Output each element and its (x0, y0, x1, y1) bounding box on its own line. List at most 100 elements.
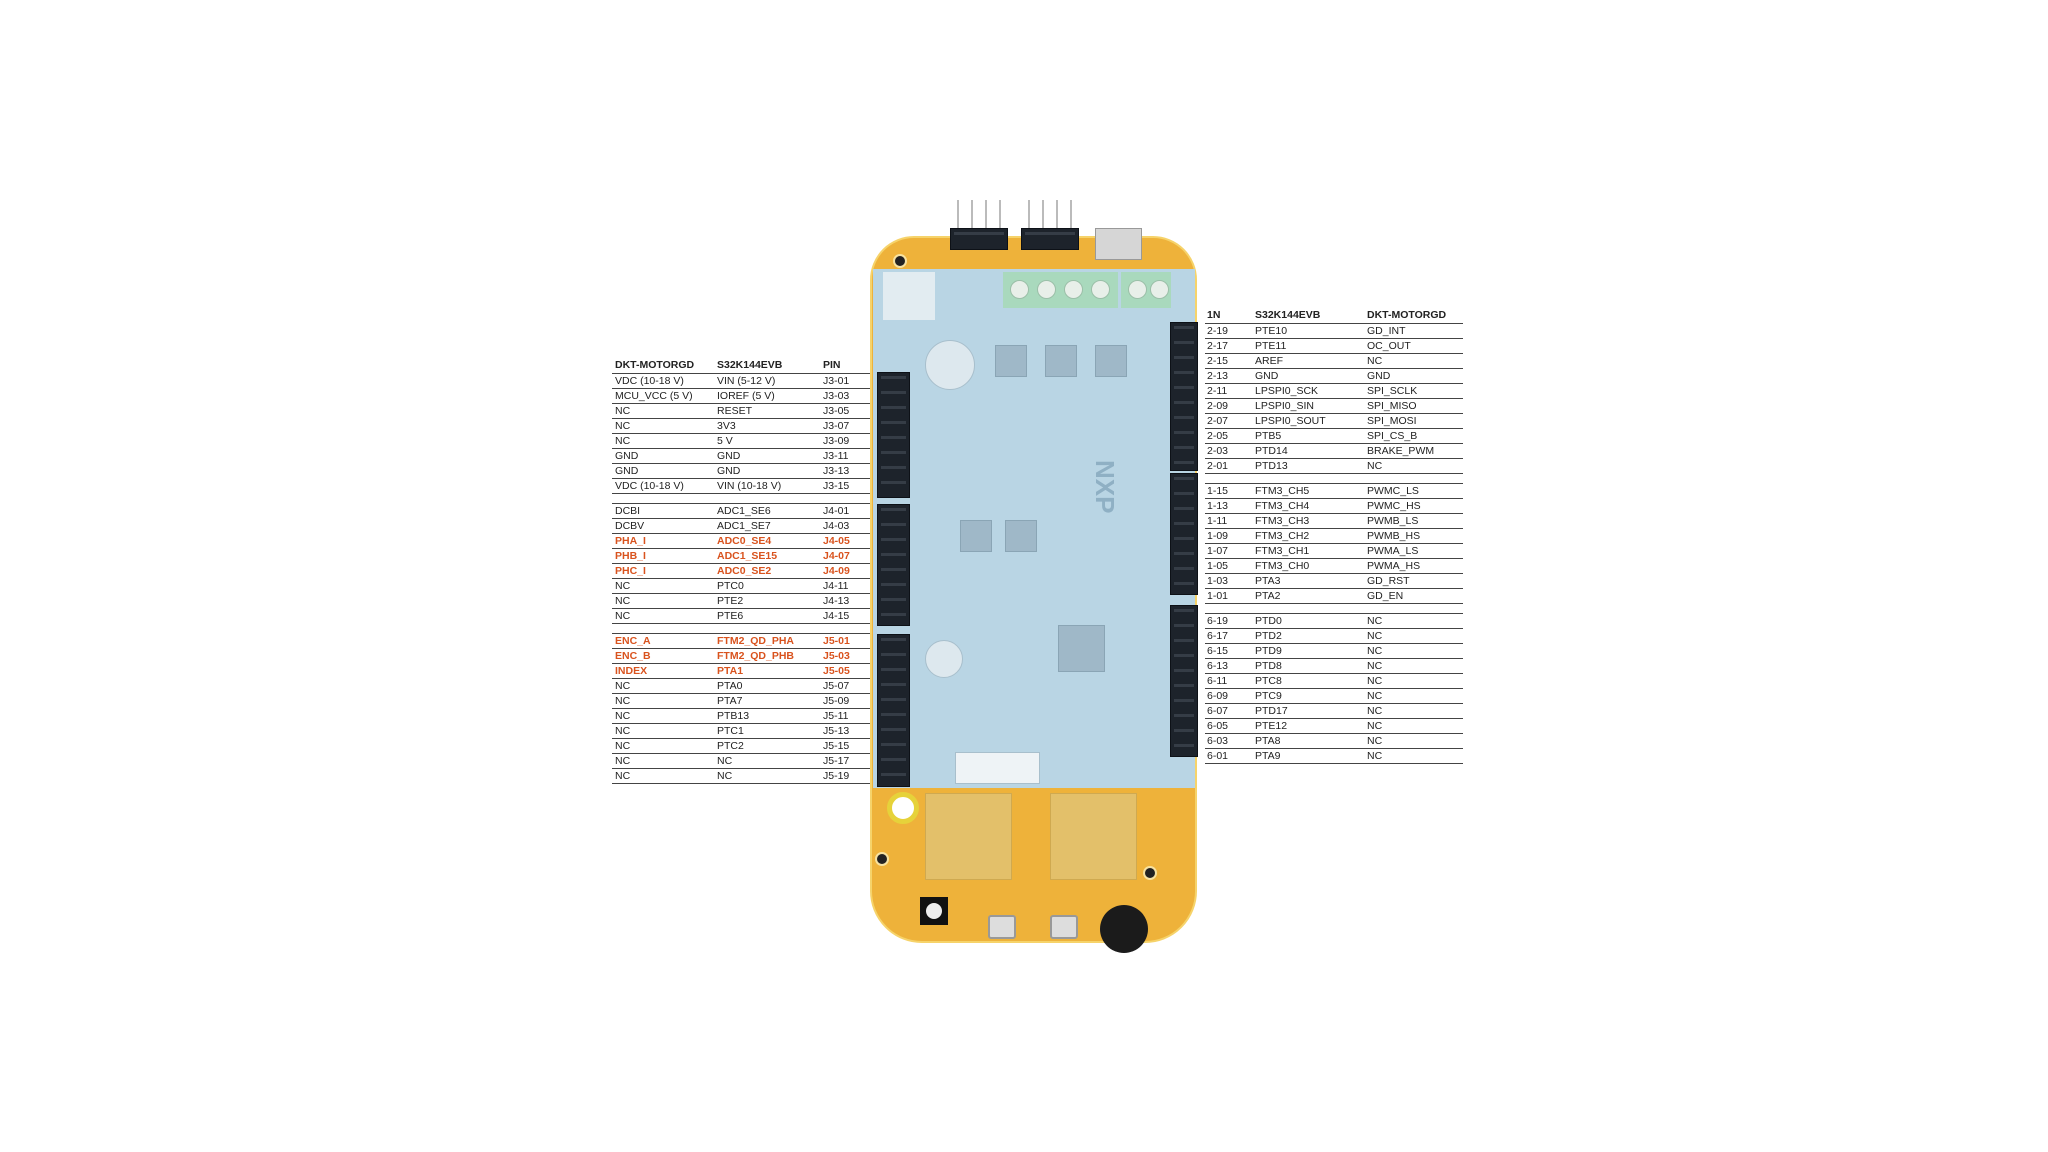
table-cell: PTD2 (1255, 630, 1282, 642)
header-pin (1070, 200, 1072, 230)
table-cell: LPSPI0_SCK (1255, 385, 1319, 397)
header-s32k144evb: S32K144EVB (1255, 309, 1321, 321)
table-cell: NC (717, 770, 733, 782)
table-cell: NC (615, 710, 631, 722)
nxp-logo: NXP (1090, 460, 1120, 514)
table-cell: GND (1367, 370, 1391, 382)
ic-chip (1005, 520, 1037, 552)
table-cell: 1-07 (1207, 545, 1229, 557)
shield-connector (883, 272, 935, 320)
table-cell: FTM3_CH3 (1255, 515, 1310, 527)
table-cell: J3-07 (823, 420, 850, 432)
table-cell: VIN (10-18 V) (717, 480, 782, 492)
table-cell: J3-11 (823, 450, 849, 462)
table-cell: 1-11 (1207, 515, 1228, 527)
table-cell: FTM2_QD_PHA (717, 635, 795, 647)
ic-chip (1095, 345, 1127, 377)
header-j5 (877, 634, 910, 787)
table-cell: INDEX (615, 665, 648, 677)
table-cell: LPSPI0_SIN (1255, 400, 1314, 412)
table-cell: PTD13 (1255, 460, 1288, 472)
table-cell: NC (615, 420, 631, 432)
table-cell: PTA3 (1255, 575, 1281, 587)
table-cell: PTD14 (1255, 445, 1288, 457)
table-cell: PWMA_LS (1367, 545, 1419, 557)
table-cell: FTM2_QD_PHB (717, 650, 795, 662)
table-cell: PTA1 (717, 665, 744, 677)
table-cell: NC (1367, 750, 1383, 762)
table-cell: NC (615, 595, 631, 607)
table-cell: 2-13 (1207, 370, 1229, 382)
table-cell: PTB5 (1255, 430, 1282, 442)
table-cell: NC (615, 740, 631, 752)
motor-connector (955, 752, 1040, 784)
table-cell: LPSPI0_SOUT (1255, 415, 1326, 427)
header-pin (1028, 200, 1030, 230)
terminal-screw (1064, 280, 1083, 299)
table-cell: 1-13 (1207, 500, 1229, 512)
table-cell: VIN (5-12 V) (717, 375, 776, 387)
table-cell: IOREF (5 V) (717, 390, 775, 402)
table-cell: FTM3_CH0 (1255, 560, 1310, 572)
table-cell: ADC0_SE2 (717, 565, 772, 577)
touch-pad (925, 793, 1012, 880)
table-cell: 3V3 (717, 420, 736, 432)
top-header-right (1021, 228, 1079, 250)
terminal-screw (1091, 280, 1110, 299)
table-cell: GD_INT (1367, 325, 1406, 337)
table-cell: RESET (717, 405, 753, 417)
table-cell: NC (1367, 460, 1383, 472)
table-cell: 1-01 (1207, 590, 1229, 602)
table-cell: PWMC_HS (1367, 500, 1421, 512)
table-cell: FTM3_CH5 (1255, 485, 1310, 497)
header-pin (957, 200, 959, 230)
table-cell: J5-15 (823, 740, 850, 752)
table-cell: J5-03 (823, 650, 850, 662)
header-j2 (1170, 322, 1198, 471)
table-cell: 6-09 (1207, 690, 1229, 702)
table-cell: GD_EN (1367, 590, 1404, 602)
table-row: MCU_VCC (5 V)IOREF (5 V)J3-03 (612, 389, 870, 404)
table-cell: NC (1367, 615, 1383, 627)
table-cell: PTC9 (1255, 690, 1282, 702)
table-cell: J3-09 (823, 435, 850, 447)
table-cell: ADC1_SE7 (717, 520, 771, 532)
table-cell: 6-15 (1207, 645, 1229, 657)
table-row: NC 3V3 J3-07 (612, 419, 870, 434)
header-pin (985, 200, 987, 230)
table-header: DKT-MOTORGD S32K144EVB PIN (612, 358, 870, 374)
ic-chip (1045, 345, 1077, 377)
potentiometer (1100, 905, 1148, 953)
table-cell: DCBI (615, 505, 641, 517)
table-cell: FTM3_CH2 (1255, 530, 1310, 542)
group-separator (612, 624, 870, 634)
table-cell: J5-07 (823, 680, 850, 692)
ic-chip (995, 345, 1027, 377)
table-cell: OC_OUT (1367, 340, 1411, 352)
table-cell: ADC1_SE15 (717, 550, 778, 562)
header-dkt-motorgd: DKT-MOTORGD (615, 359, 695, 371)
table-cell: GD_RST (1367, 575, 1410, 587)
table-cell: J4-01 (823, 505, 850, 517)
header-j4 (877, 504, 910, 626)
table-cell: SPI_MOSI (1367, 415, 1417, 427)
table-header: 1N S32K144EVB DKT-MOTORGD (1205, 308, 1463, 324)
